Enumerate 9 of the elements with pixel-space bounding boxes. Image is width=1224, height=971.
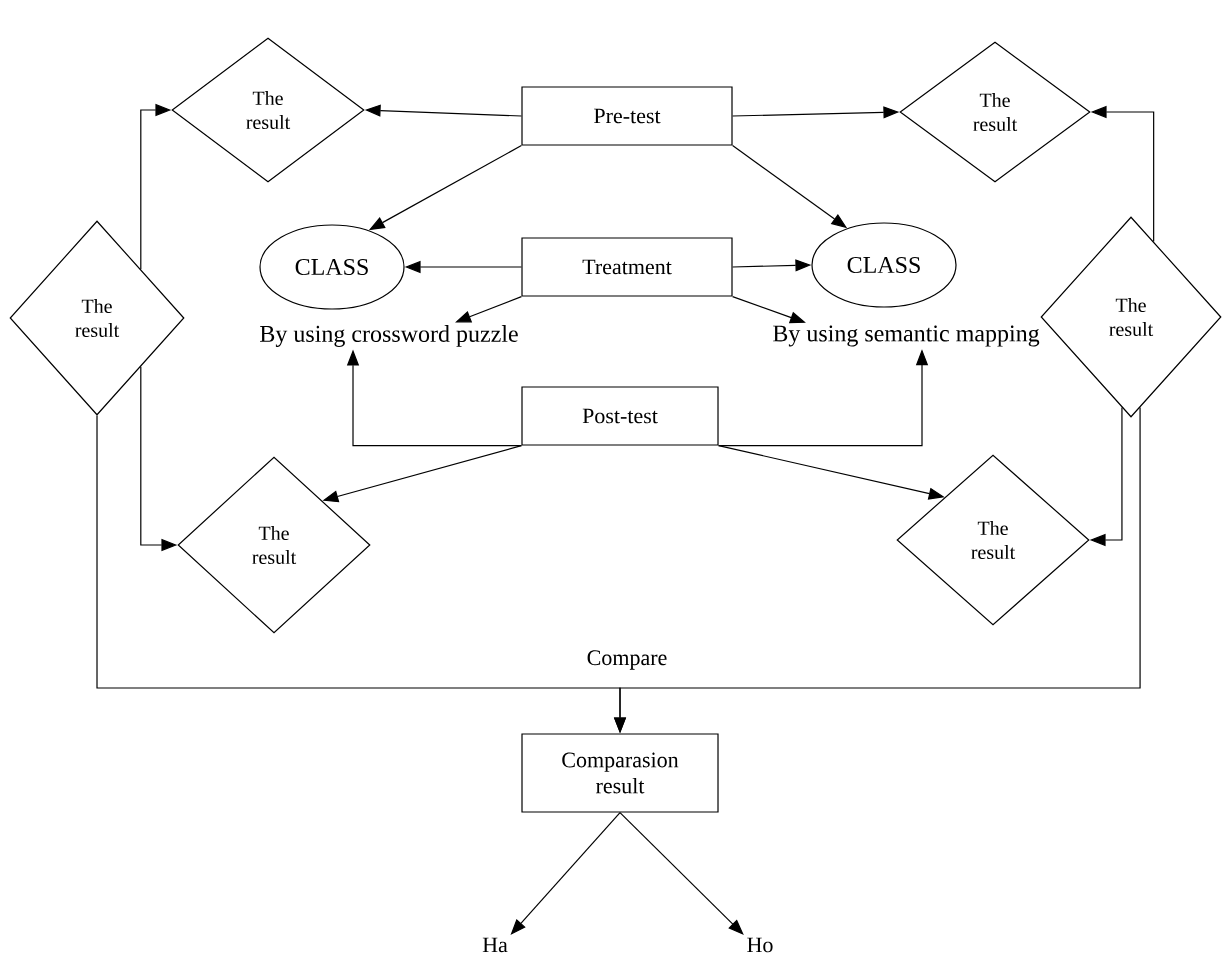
text-label: By using crossword puzzle xyxy=(260,325,518,347)
process-box: Treatment xyxy=(521,237,733,297)
text-label: By using semantic mapping xyxy=(773,325,1040,347)
text-label: Ha xyxy=(482,937,508,953)
process-box: Pre-test xyxy=(521,86,733,146)
text-label: Ho xyxy=(747,937,773,953)
process-box: Post-test xyxy=(521,386,719,446)
process-box: Comparasion result xyxy=(521,733,719,813)
edge-label: Compare xyxy=(585,649,669,671)
